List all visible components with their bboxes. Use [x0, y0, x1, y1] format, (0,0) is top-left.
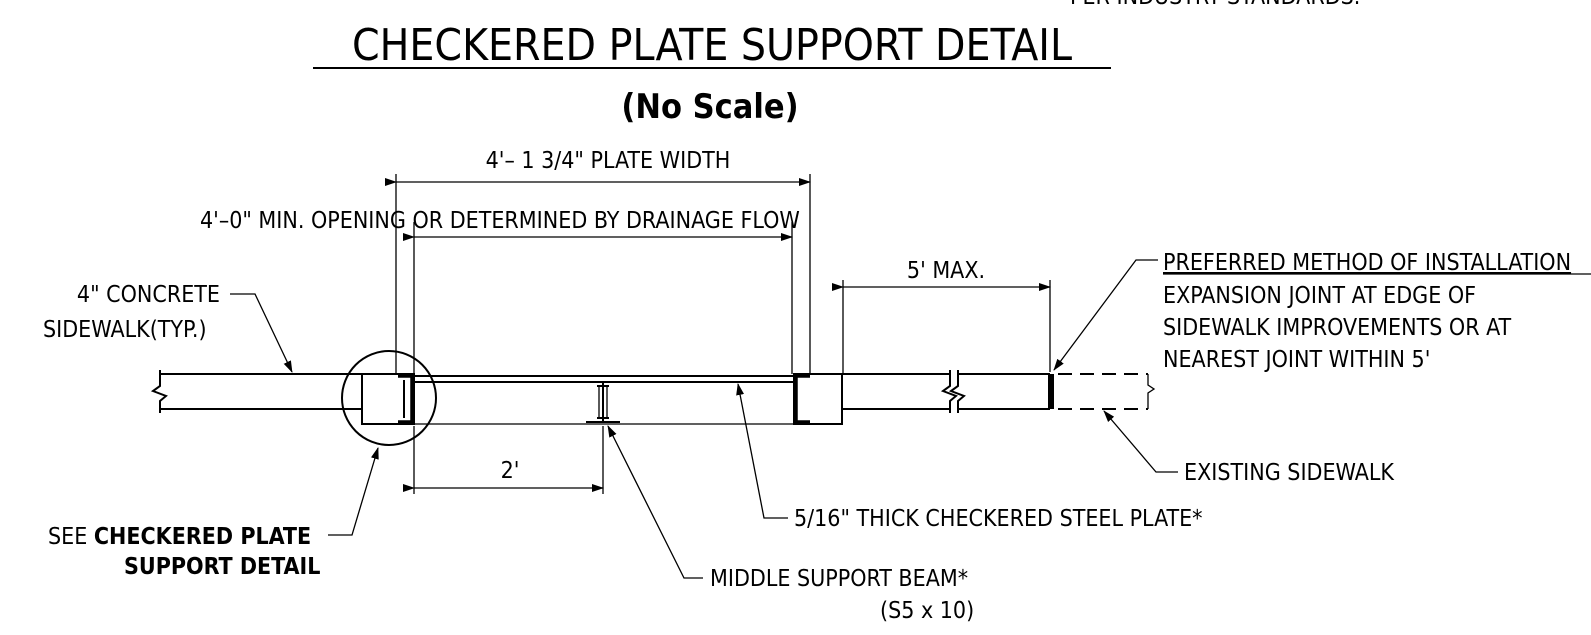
preferred-line2: EXPANSION JOINT AT EDGE OF: [1163, 283, 1476, 309]
beam-label-line1: MIDDLE SUPPORT BEAM*: [710, 566, 968, 592]
preferred-line3: SIDEWALK IMPROVEMENTS OR AT: [1163, 315, 1512, 341]
see-detail-line1: SEE CHECKERED PLATE: [48, 524, 311, 550]
beam-leader: [607, 425, 703, 579]
scale-note: (No Scale): [621, 87, 798, 127]
max-spacing-label: 5' MAX.: [907, 258, 985, 284]
sidewalk-leader: [230, 293, 293, 373]
sidewalk-label-line2: SIDEWALK(TYP.): [43, 317, 207, 343]
preferred-line1: PREFERRED METHOD OF INSTALLATION: [1163, 250, 1571, 276]
see-detail-line2: SUPPORT DETAIL: [124, 554, 320, 580]
detail-callout-circle: [341, 350, 437, 446]
right-channel-support: [793, 373, 843, 425]
right-sidewalk-slab: [842, 370, 1054, 413]
plate-width-label: 4'– 1 3/4" PLATE WIDTH: [486, 148, 731, 174]
preferred-line4: NEAREST JOINT WITHIN 5': [1163, 347, 1430, 373]
plate-leader: [736, 383, 788, 519]
see-detail-leader: [328, 447, 379, 536]
preferred-leader: [1053, 259, 1158, 371]
plate-label: 5/16" THICK CHECKERED STEEL PLATE*: [794, 506, 1203, 532]
sidewalk-label-line1: 4" CONCRETE: [77, 282, 220, 308]
beam-offset-label: 2': [501, 458, 520, 484]
left-sidewalk-slab: [150, 370, 362, 413]
existing-sidewalk-dashed: [1058, 373, 1156, 410]
detail-title: CHECKERED PLATE SUPPORT DETAIL: [352, 20, 1072, 71]
left-channel-support: [361, 373, 415, 425]
top-cut-text: PER INDUSTRY STANDARDS.: [1070, 0, 1360, 10]
middle-support-beam: [586, 381, 620, 423]
existing-sidewalk-label: EXISTING SIDEWALK: [1184, 460, 1394, 486]
beam-label-line2: (S5 x 10): [880, 598, 974, 624]
opening-label: 4'–0" MIN. OPENING OR DETERMINED BY DRAI…: [200, 208, 800, 234]
existing-sidewalk-leader: [1103, 410, 1178, 473]
